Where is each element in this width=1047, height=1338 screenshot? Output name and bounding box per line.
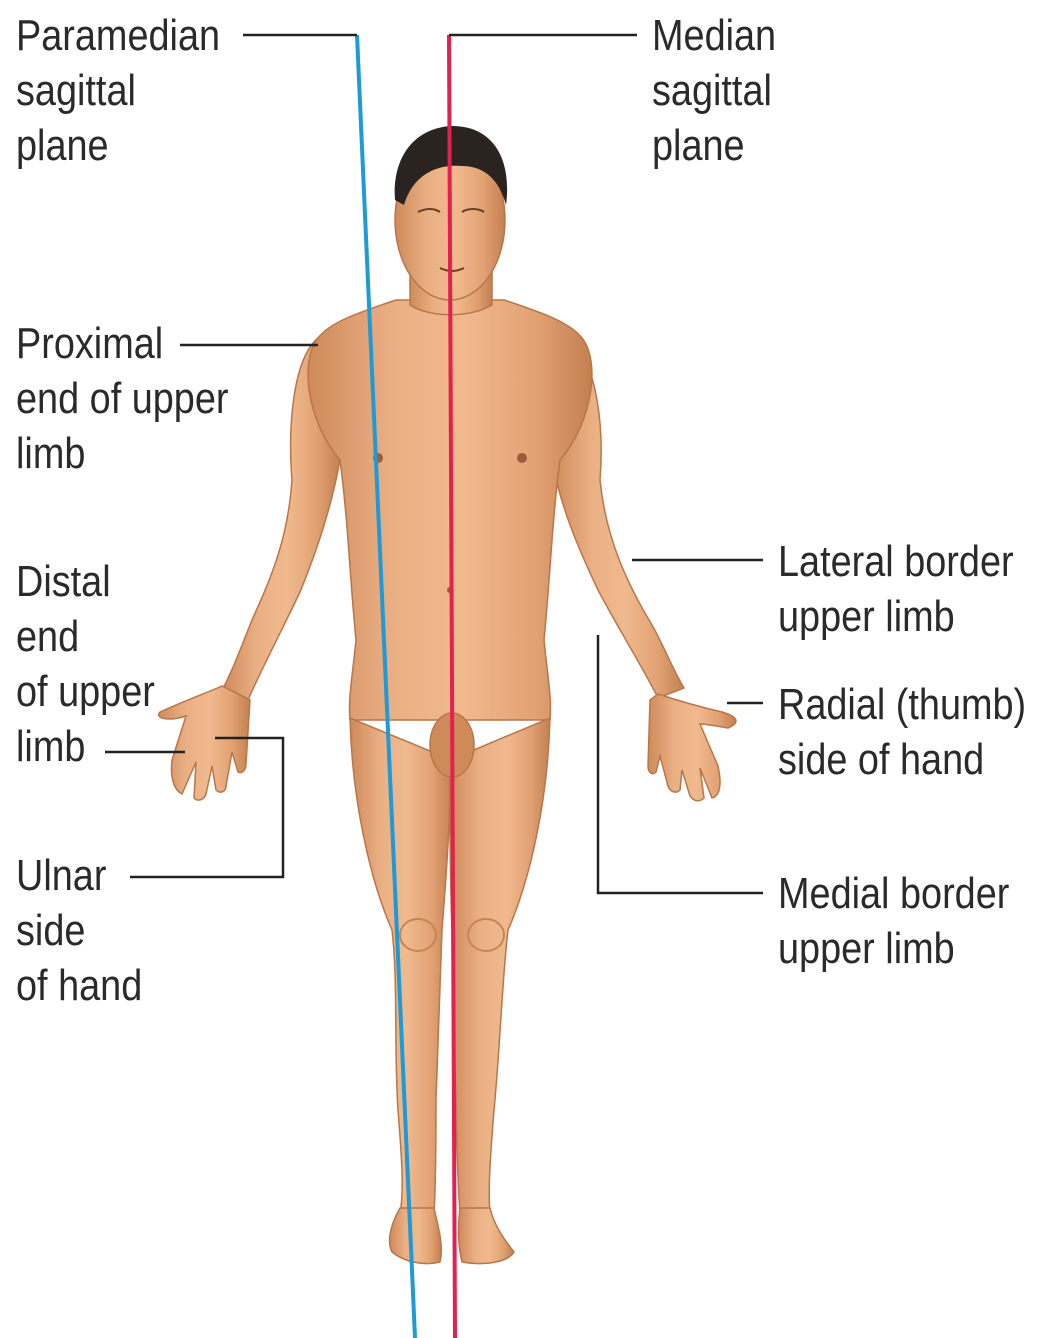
- right-hand: [648, 694, 736, 801]
- nipple-right: [517, 453, 527, 463]
- left-hand: [159, 686, 250, 800]
- label-medial-border-upper-limb: Medial border upper limb: [778, 866, 1009, 976]
- label-median-sagittal-plane: Median sagittal plane: [652, 8, 776, 173]
- human-figure: [159, 140, 736, 1264]
- right-foot: [459, 1208, 514, 1264]
- right-leg: [450, 718, 550, 1215]
- left-foot: [390, 1208, 442, 1264]
- label-paramedian-sagittal-plane: Paramedian sagittal plane: [16, 8, 220, 173]
- left-leg: [350, 718, 452, 1215]
- label-ulnar-side-hand: Ulnar side of hand: [16, 848, 142, 1013]
- label-distal-end-upper-limb: Distal end of upper limb: [16, 554, 155, 774]
- label-radial-side-hand: Radial (thumb) side of hand: [778, 677, 1026, 787]
- label-proximal-end-upper-limb: Proximal end of upper limb: [16, 316, 229, 481]
- label-lateral-border-upper-limb: Lateral border upper limb: [778, 534, 1014, 644]
